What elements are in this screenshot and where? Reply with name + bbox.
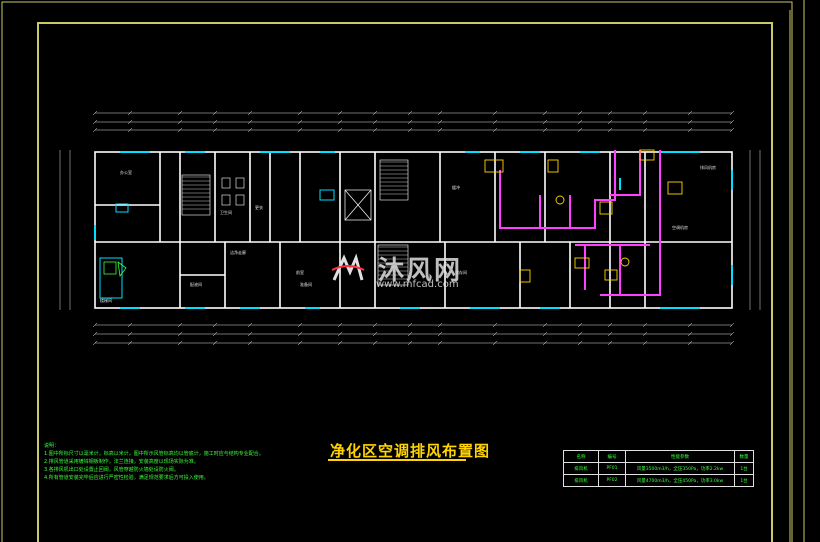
stair-left [181,174,211,216]
table-header-row: 名称 编号 性能参数 数量 [563,450,754,463]
table-cell: 风量3500m3/h，全压350Pa，功率2.2kw [625,462,735,475]
header-cell: 编号 [598,450,626,463]
table-cell: PF01 [598,462,626,475]
exhaust-ducts [499,150,661,296]
note-line: 1.图中所标尺寸以毫米计，标高以米计，图中所示风管标高均以管底计，施工时应与结构… [44,451,264,457]
design-notes: 说明： 1.图中所标尺寸以毫米计，标高以米计，图中所示风管标高均以管底计，施工时… [44,442,264,482]
note-line: 4.所有管道安装完毕后应进行严密性检验，满足规范要求后方可投入使用。 [44,475,209,481]
note-line: 3.各排风机出口处设置止回阀，风管穿越防火墙处设防火阀。 [44,467,179,473]
room-label: 储存间 [455,270,467,275]
equipment-table: 名称 编号 性能参数 数量 排风机 PF01 风量3500m3/h，全压350P… [563,450,754,487]
toilet-fixtures [221,177,245,206]
room-label: 楼梯间 [100,298,112,303]
side-dimension-lines [59,150,761,310]
header-cell: 性能参数 [625,450,735,463]
room-label: 前室 [296,270,304,275]
room-label: 排风机房 [700,165,716,170]
header-cell: 名称 [563,450,599,463]
room-label: 卫生间 [220,210,232,215]
green-equipment [103,261,127,278]
room-label: 准备间 [300,282,312,287]
table-row: 排风机 PF02 风量4700m3/h，全压450Pa，功率3.0kw 1台 [563,474,754,487]
bottom-dimension-lines [95,324,732,344]
elevator [344,189,372,221]
inner-border [37,22,773,542]
outer-border [1,1,793,542]
table-cell: 1台 [734,462,754,475]
watermark-url: www.mfcad.com [376,279,459,290]
top-dimension-lines [95,112,732,131]
table-cell: 风量4700m3/h，全压450Pa，功率3.0kw [625,474,735,487]
room-label: 配液间 [190,282,202,287]
table-cell: 排风机 [563,462,599,475]
header-cell: 数量 [734,450,754,463]
room-label: 办公室 [120,170,132,175]
title-underline [328,459,466,461]
room-label: 洁净走廊 [230,250,246,255]
table-cell: 排风机 [563,474,599,487]
table-cell: PF02 [598,474,626,487]
cyan-units [99,189,335,299]
table-row: 排风机 PF01 风量3500m3/h，全压350Pa，功率2.2kw 1台 [563,462,754,475]
stair-center [377,159,409,286]
table-cell: 1台 [734,474,754,487]
notes-heading: 说明： [44,443,60,449]
fan-equipment [484,149,683,283]
watermark-logo [331,253,365,281]
windows [94,151,733,309]
room-label: 缓冲 [452,185,460,190]
drawing-title: 净化区空调排风布置图 [330,442,491,460]
room-label: 空调机房 [672,225,688,230]
watermark-brand: 沐风网 [378,256,463,286]
room-label: 更衣 [255,205,263,210]
note-line: 2.排风管道采用镀锌钢板制作，法兰连接，安装高度以现场实际为准。 [44,459,199,465]
